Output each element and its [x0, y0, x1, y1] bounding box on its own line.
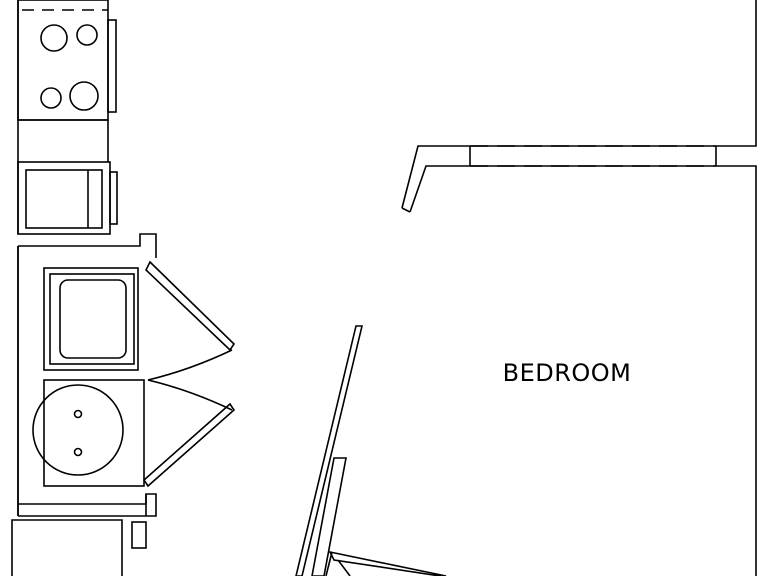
counter-segment — [18, 119, 109, 162]
stove — [40, 24, 99, 111]
refrigerator — [17, 161, 118, 235]
laundry-closet — [17, 233, 157, 517]
stove-burner-icon — [76, 24, 98, 46]
dryer-knob-icon — [73, 409, 83, 419]
dryer-knob-icon — [73, 447, 83, 457]
kitchen-counter — [17, 0, 117, 121]
stove-burner-icon — [69, 81, 99, 111]
bottom-left-cabinet — [11, 519, 147, 576]
washer — [43, 267, 139, 371]
bedroom-opening-dashed — [470, 145, 716, 167]
angled-partition — [295, 325, 364, 576]
stove-burner-icon — [40, 24, 68, 52]
bottom-center-fixture — [325, 550, 447, 576]
stove-burner-icon — [40, 87, 62, 109]
dryer-drum-icon — [32, 384, 124, 476]
bifold-closet-doors — [142, 260, 236, 488]
dryer — [32, 379, 145, 487]
room-label-bedroom: BEDROOM — [503, 359, 632, 387]
bedroom-top-wall — [401, 0, 757, 576]
